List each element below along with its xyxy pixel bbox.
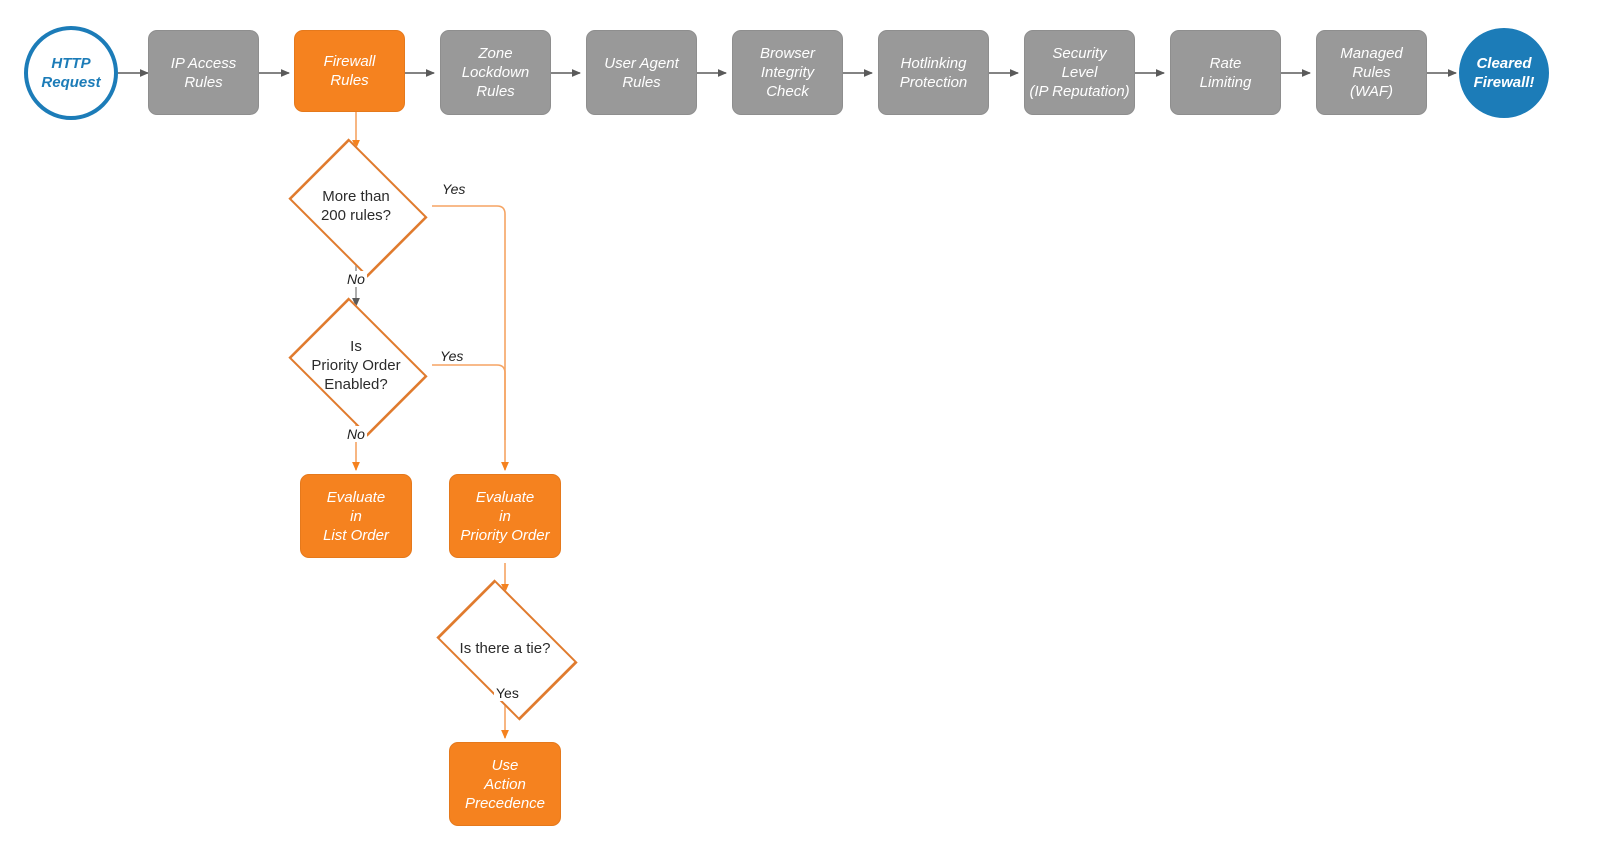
edge-label-tie-yes: Yes bbox=[494, 685, 521, 701]
edge-priority-order-yes bbox=[432, 364, 506, 440]
node-label: Use Action Precedence bbox=[464, 756, 546, 812]
node-label: HTTP Request bbox=[41, 55, 101, 91]
node-zone-lockdown-rules[interactable]: Zone Lockdown Rules bbox=[440, 30, 551, 115]
edge-label-more-than-200-no: No bbox=[345, 271, 367, 287]
node-label: Cleared Firewall! bbox=[1473, 55, 1535, 91]
node-label: Is Priority Order Enabled? bbox=[311, 337, 401, 393]
node-label: Zone Lockdown Rules bbox=[461, 45, 530, 100]
node-label: Managed Rules (WAF) bbox=[1340, 45, 1403, 100]
node-decision-more-than-200-rules[interactable]: More than 200 rules? bbox=[280, 138, 432, 278]
edge-label-priority-order-no: No bbox=[345, 426, 367, 442]
node-cleared-firewall[interactable]: Cleared Firewall! bbox=[1459, 28, 1549, 118]
node-use-action-precedence[interactable]: Use Action Precedence bbox=[449, 742, 561, 826]
node-evaluate-in-list-order[interactable]: Evaluate in List Order bbox=[300, 474, 412, 558]
node-browser-integrity-check[interactable]: Browser Integrity Check bbox=[732, 30, 843, 115]
node-hotlinking-protection[interactable]: Hotlinking Protection bbox=[878, 30, 989, 115]
node-rate-limiting[interactable]: Rate Limiting bbox=[1170, 30, 1281, 115]
edge-label-priority-order-yes: Yes bbox=[438, 348, 466, 364]
node-label: More than 200 rules? bbox=[320, 188, 392, 224]
node-firewall-rules[interactable]: Firewall Rules bbox=[294, 30, 405, 112]
node-label: IP Access Rules bbox=[170, 54, 237, 91]
node-label: Browser Integrity Check bbox=[759, 45, 815, 100]
node-decision-priority-order-enabled[interactable]: Is Priority Order Enabled? bbox=[280, 297, 432, 437]
node-label: Security Level (IP Reputation) bbox=[1029, 45, 1130, 100]
node-label: Firewall Rules bbox=[323, 53, 376, 89]
node-label: Rate Limiting bbox=[1199, 54, 1252, 91]
node-managed-rules-waf[interactable]: Managed Rules (WAF) bbox=[1316, 30, 1427, 115]
node-http-request[interactable]: HTTP Request bbox=[24, 26, 118, 120]
node-decision-is-there-a-tie[interactable]: Is there a tie? bbox=[425, 579, 585, 721]
node-label: User Agent Rules bbox=[604, 54, 679, 91]
node-label: Evaluate in List Order bbox=[323, 488, 389, 544]
node-evaluate-in-priority-order[interactable]: Evaluate in Priority Order bbox=[449, 474, 561, 558]
node-label: Is there a tie? bbox=[459, 639, 551, 657]
edge-more-than-200-yes bbox=[432, 205, 509, 471]
edge-label-more-than-200-yes: Yes bbox=[440, 181, 468, 197]
node-label: Hotlinking Protection bbox=[899, 54, 968, 91]
node-label: Evaluate in Priority Order bbox=[460, 488, 550, 544]
node-ip-access-rules[interactable]: IP Access Rules bbox=[148, 30, 259, 115]
node-user-agent-rules[interactable]: User Agent Rules bbox=[586, 30, 697, 115]
node-security-level[interactable]: Security Level (IP Reputation) bbox=[1024, 30, 1135, 115]
